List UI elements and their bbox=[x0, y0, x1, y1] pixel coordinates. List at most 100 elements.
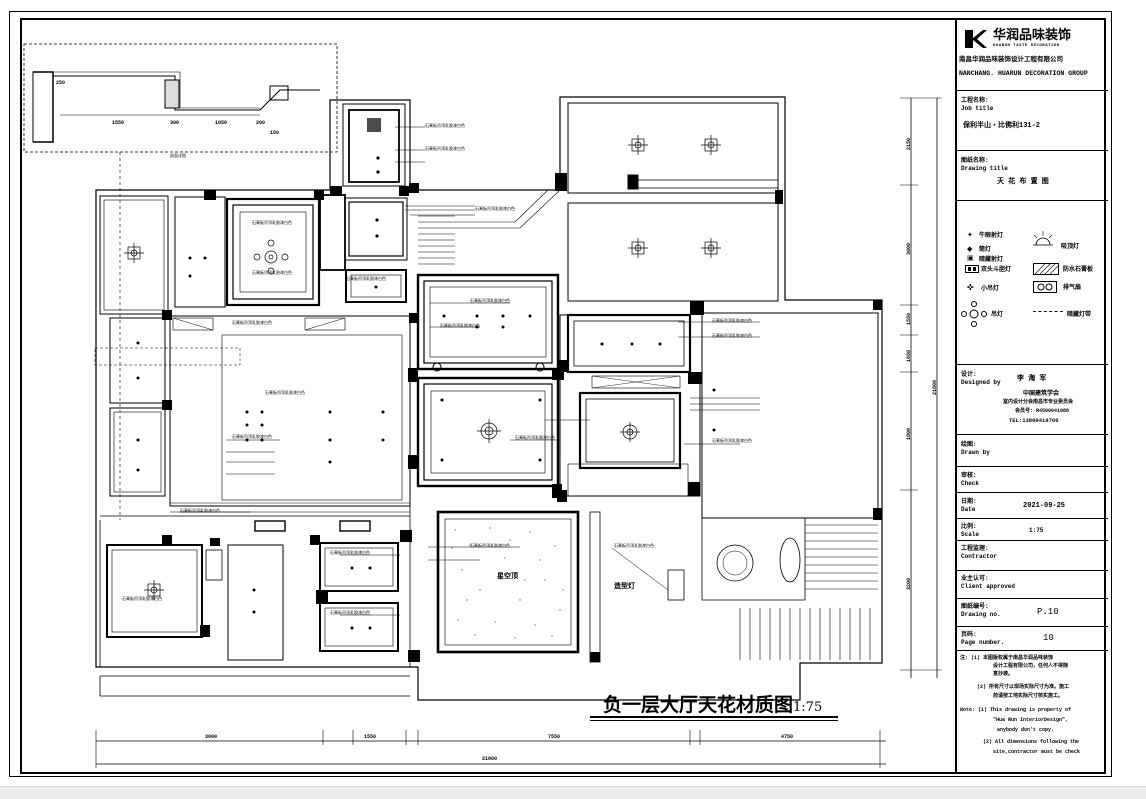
note-line: Note: (1) This drawing is property of bbox=[960, 707, 1072, 713]
legend-label: 双头斗胆灯 bbox=[981, 266, 1012, 273]
title-block: 华润品味装饰 HUARUN TASTE DECORATION 南昌华润品味装饰设… bbox=[955, 20, 1108, 772]
callout-label: 石膏板吊顶乳胶漆白色 bbox=[475, 208, 515, 212]
drawing-title: 负一层大厅天花材质图1:75 bbox=[603, 690, 822, 717]
callout-label: 石膏板吊顶乳胶漆白色 bbox=[330, 612, 370, 616]
vent-icon: ▣ bbox=[967, 255, 974, 262]
drawing-title-cn: 图纸名称: bbox=[961, 157, 989, 164]
linear-light-icon bbox=[965, 265, 979, 273]
notes-section: 注: (1) 本图版权属于南昌华润品味装饰 设计工程有限公司，任何人不得随 意抄… bbox=[957, 650, 1108, 772]
scale-cn: 比例: bbox=[961, 523, 977, 530]
callout-label: 石膏板吊顶乳胶漆白色 bbox=[712, 320, 752, 324]
led-strip-icon bbox=[1033, 311, 1063, 312]
legend-label: 排气扇 bbox=[1063, 284, 1082, 291]
callout-label: 石膏板吊顶乳胶漆白色 bbox=[122, 598, 162, 602]
designer-en: Designed by bbox=[961, 379, 1001, 386]
legend-section: ✦ 牛眼射灯 ◆ 筒灯 ▣ 暗藏射灯 吸顶灯 bbox=[957, 200, 1108, 364]
drawing-no-en: Drawing no. bbox=[961, 611, 1001, 618]
designer-cn: 设计: bbox=[961, 371, 977, 378]
job-title-value: 保利半山・比佛利131-2 bbox=[963, 122, 1041, 130]
callout-label: 石膏板吊顶乳胶漆白色 bbox=[346, 278, 386, 282]
drawing-no-value: P.10 bbox=[1037, 607, 1059, 617]
company-name-cn: 南昌华润品味装饰设计工程有限公司 bbox=[959, 56, 1063, 63]
note-line: (2) 所有尺寸以现场实际尺寸为准。施工 bbox=[977, 684, 1070, 690]
dimension-label: 4750 bbox=[781, 734, 794, 740]
callout-label: 石膏板吊顶乳胶漆白色 bbox=[232, 436, 272, 440]
callout-label: 石膏板吊顶乳胶漆白色 bbox=[425, 125, 465, 129]
dimension-label: 1650 bbox=[906, 349, 912, 362]
page-en: Page number. bbox=[961, 639, 1005, 646]
spotlight-icon: ◆ bbox=[967, 246, 973, 253]
check-section: 审核: Check bbox=[957, 466, 1108, 492]
detail-dim: 1050 bbox=[215, 120, 228, 126]
detail-dim: 250 bbox=[56, 80, 66, 86]
dimension-label: 3000 bbox=[906, 242, 912, 255]
callout-label: 石膏板吊顶乳胶漆白色 bbox=[712, 335, 752, 339]
hatch-icon bbox=[1033, 263, 1059, 275]
note-line: 注: (1) 本图版权属于南昌华润品味装饰 bbox=[960, 655, 1054, 661]
scale-value: 1:75 bbox=[1029, 527, 1044, 534]
drawn-cn: 绘图: bbox=[961, 441, 977, 448]
designer-assoc-sub: 室内设计分会南昌市专业委员会 bbox=[1003, 399, 1074, 405]
status-bar bbox=[0, 786, 1146, 799]
client-cn: 业主认可: bbox=[961, 575, 989, 582]
drawing-title-text: 负一层大厅天花材质图 bbox=[603, 694, 794, 716]
legend-label: 筒灯 bbox=[979, 246, 992, 253]
callout-label: 石膏板吊顶乳胶漆白色 bbox=[470, 545, 510, 549]
page-cn: 页码: bbox=[961, 631, 977, 638]
company-logo-en: HUARUN TASTE DECORATION bbox=[993, 44, 1060, 48]
dimension-label: 3200 bbox=[906, 577, 912, 590]
callout-label: 石膏板吊顶乳胶漆白色 bbox=[330, 552, 370, 556]
company-logo-text: 华润品味装饰 bbox=[993, 27, 1072, 42]
designer-section: 设计: Designed by 李 海 军 中国建筑学会 室内设计分会南昌市专业… bbox=[957, 364, 1108, 434]
contractor-cn: 工程监理: bbox=[961, 545, 989, 552]
detail-dim: 200 bbox=[256, 120, 266, 126]
company-logo: 华润品味装饰 HUARUN TASTE DECORATION bbox=[963, 26, 1103, 52]
drawing-title-en: Drawing title bbox=[961, 165, 1008, 172]
date-section: 日期: Date 2021-09-25 bbox=[957, 492, 1108, 518]
legend-label: 吊灯 bbox=[991, 311, 1004, 318]
drawn-en: Drawn by bbox=[961, 449, 990, 456]
dimension-label: 1550 bbox=[906, 312, 912, 325]
chandelier-icon bbox=[961, 301, 987, 327]
drawing-no-section: 图纸编号: Drawing no. P.10 bbox=[957, 598, 1108, 626]
detail-dim: 300 bbox=[170, 120, 180, 126]
note-line: site,contractor must be check bbox=[993, 749, 1081, 755]
legend-label: 防水石膏板 bbox=[1063, 266, 1094, 273]
check-cn: 审核: bbox=[961, 472, 977, 479]
page-section: 页码: Page number. 10 bbox=[957, 626, 1108, 650]
title-underline bbox=[590, 720, 838, 721]
designer-name: 李 海 军 bbox=[1017, 375, 1047, 383]
date-cn: 日期: bbox=[961, 498, 977, 505]
client-en: Client approved bbox=[961, 583, 1016, 590]
callout-label: 石膏板吊顶乳胶漆白色 bbox=[440, 325, 480, 329]
note-line: 设计工程有限公司，任何人不得随 bbox=[993, 663, 1069, 669]
dimension-total: 21800 bbox=[932, 379, 938, 395]
dimension-label: 3000 bbox=[205, 734, 218, 740]
company-logo-icon bbox=[965, 30, 987, 48]
callout-label: 石膏板吊顶乳胶漆白色 bbox=[614, 545, 654, 549]
legend-label: 吸顶灯 bbox=[1061, 243, 1080, 250]
legend-label: 暗藏灯带 bbox=[1067, 311, 1092, 318]
dimension-total: 21800 bbox=[482, 756, 498, 762]
note-line: "Hua Run InteriorDesign", bbox=[993, 717, 1069, 723]
dimension-label: 7550 bbox=[548, 734, 561, 740]
job-title-section: 工程名称: Job title 保利半山・比佛利131-2 bbox=[957, 90, 1108, 150]
client-section: 业主认可: Client approved bbox=[957, 570, 1108, 598]
inner-border bbox=[20, 18, 1106, 774]
drawn-section: 绘图: Drawn by bbox=[957, 434, 1108, 466]
note-line: anybody don't copy. bbox=[997, 727, 1055, 733]
callout-label: 石膏板吊顶乳胶漆白色 bbox=[265, 392, 305, 396]
date-en: Date bbox=[961, 506, 976, 513]
date-value: 2021-09-25 bbox=[1023, 502, 1066, 510]
contractor-section: 工程监理: Contractor bbox=[957, 540, 1108, 570]
dimension-label: 2150 bbox=[906, 137, 912, 150]
detail-caption: 剖面详图 bbox=[170, 155, 186, 159]
note-line: 前请按工地实际尺寸核实施工。 bbox=[993, 693, 1064, 699]
legend-label: 暗藏射灯 bbox=[979, 256, 1004, 263]
drawing-title-value: 天 花 布 置 图 bbox=[997, 178, 1049, 186]
contractor-en: Contractor bbox=[961, 553, 998, 560]
callout-label: 石膏板吊顶乳胶漆白色 bbox=[515, 437, 555, 441]
title-underline bbox=[590, 716, 838, 718]
